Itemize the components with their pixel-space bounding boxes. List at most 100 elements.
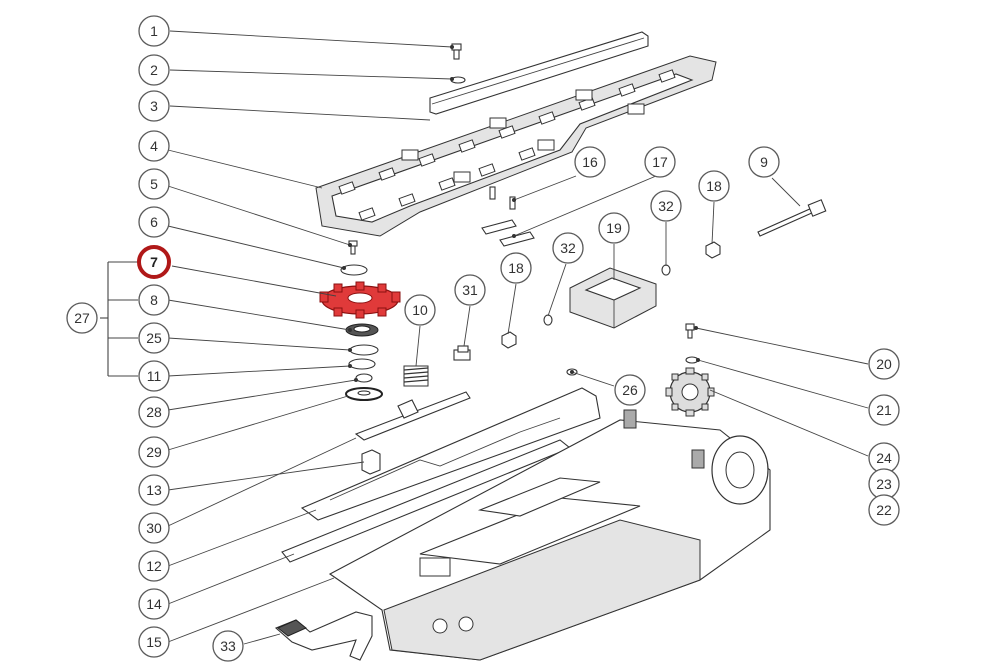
callout-3[interactable]: 3 bbox=[138, 90, 170, 122]
svg-text:25: 25 bbox=[146, 330, 162, 346]
svg-text:19: 19 bbox=[606, 220, 622, 236]
part-18-nut-left bbox=[501, 331, 517, 349]
part-11-ring bbox=[348, 358, 376, 370]
callout-16[interactable]: 16 bbox=[574, 146, 606, 178]
part-32-washer-left bbox=[543, 314, 553, 326]
callout-11[interactable]: 11 bbox=[138, 360, 170, 392]
part-19-housing bbox=[569, 267, 657, 329]
svg-text:8: 8 bbox=[150, 292, 158, 308]
callout-18-right[interactable]: 18 bbox=[698, 170, 730, 202]
callouts: 1 2 3 4 5 6 7 8 25 11 28 29 13 30 12 14 … bbox=[66, 15, 900, 662]
svg-text:29: 29 bbox=[146, 444, 162, 460]
svg-text:30: 30 bbox=[146, 520, 162, 536]
svg-text:13: 13 bbox=[146, 482, 162, 498]
part-32-washer-right bbox=[661, 264, 671, 276]
svg-text:15: 15 bbox=[146, 634, 162, 650]
svg-text:31: 31 bbox=[462, 282, 478, 298]
svg-text:17: 17 bbox=[652, 154, 668, 170]
svg-text:1: 1 bbox=[150, 23, 158, 39]
part-6-washer bbox=[340, 264, 368, 276]
svg-text:12: 12 bbox=[146, 558, 162, 574]
callout-18-left[interactable]: 18 bbox=[500, 252, 532, 284]
svg-text:32: 32 bbox=[658, 198, 674, 214]
callout-17[interactable]: 17 bbox=[644, 146, 676, 178]
callout-22[interactable]: 22 bbox=[868, 494, 900, 526]
parts-illustration bbox=[274, 31, 827, 661]
svg-text:21: 21 bbox=[876, 402, 892, 418]
callout-19[interactable]: 19 bbox=[598, 212, 630, 244]
callout-1[interactable]: 1 bbox=[138, 15, 170, 47]
callout-4[interactable]: 4 bbox=[138, 130, 170, 162]
svg-text:22: 22 bbox=[876, 502, 892, 518]
svg-text:7: 7 bbox=[150, 254, 158, 270]
callout-7-highlighted[interactable]: 7 bbox=[137, 245, 171, 279]
callout-15[interactable]: 15 bbox=[138, 626, 170, 658]
part-8-bearing bbox=[345, 323, 379, 337]
callout-23[interactable]: 23 bbox=[868, 468, 900, 500]
svg-text:18: 18 bbox=[706, 178, 722, 194]
main-frame bbox=[328, 409, 771, 661]
svg-text:33: 33 bbox=[220, 638, 236, 654]
svg-text:28: 28 bbox=[146, 404, 162, 420]
part-12-plate bbox=[300, 387, 601, 521]
part-13-insert bbox=[361, 449, 381, 475]
callout-6[interactable]: 6 bbox=[138, 206, 170, 238]
part-3-guide-rail bbox=[429, 31, 649, 115]
callout-29[interactable]: 29 bbox=[138, 436, 170, 468]
callout-8[interactable]: 8 bbox=[138, 284, 170, 316]
svg-text:3: 3 bbox=[150, 98, 158, 114]
svg-text:10: 10 bbox=[412, 302, 428, 318]
callout-12[interactable]: 12 bbox=[138, 550, 170, 582]
callout-9[interactable]: 9 bbox=[748, 146, 780, 178]
callout-2[interactable]: 2 bbox=[138, 54, 170, 86]
callout-33[interactable]: 33 bbox=[212, 630, 244, 662]
svg-text:6: 6 bbox=[150, 214, 158, 230]
svg-text:27: 27 bbox=[74, 310, 90, 326]
part-9-long-bolt bbox=[757, 199, 827, 237]
svg-text:5: 5 bbox=[150, 176, 158, 192]
callout-32-right[interactable]: 32 bbox=[650, 190, 682, 222]
part-29-washer bbox=[345, 387, 383, 401]
part-33-pedal bbox=[274, 611, 373, 661]
part-4-chain bbox=[315, 55, 717, 237]
svg-text:20: 20 bbox=[876, 356, 892, 372]
callout-31[interactable]: 31 bbox=[454, 274, 486, 306]
part-31-bolt bbox=[453, 345, 471, 361]
leader-lines bbox=[167, 30, 869, 645]
callout-5[interactable]: 5 bbox=[138, 168, 170, 200]
svg-text:32: 32 bbox=[560, 240, 576, 256]
callout-14[interactable]: 14 bbox=[138, 588, 170, 620]
svg-text:9: 9 bbox=[760, 154, 768, 170]
leader-dots bbox=[342, 45, 700, 382]
part-20-screw bbox=[685, 323, 695, 339]
part-30-bracket bbox=[354, 391, 471, 441]
part-24-sprocket bbox=[665, 367, 715, 417]
callout-26[interactable]: 26 bbox=[614, 374, 646, 406]
part-7-sprocket-highlighted bbox=[319, 281, 401, 319]
part-5-screw bbox=[348, 240, 358, 255]
svg-text:2: 2 bbox=[150, 62, 158, 78]
svg-text:11: 11 bbox=[147, 368, 162, 384]
callout-27[interactable]: 27 bbox=[66, 302, 98, 334]
svg-text:24: 24 bbox=[876, 450, 892, 466]
callout-28[interactable]: 28 bbox=[138, 396, 170, 428]
svg-text:4: 4 bbox=[150, 138, 158, 154]
callout-30[interactable]: 30 bbox=[138, 512, 170, 544]
callout-10[interactable]: 10 bbox=[404, 294, 436, 326]
callout-13[interactable]: 13 bbox=[138, 474, 170, 506]
callout-21[interactable]: 21 bbox=[868, 394, 900, 426]
part-18-nut-right bbox=[705, 241, 721, 259]
group-27-bracket bbox=[100, 261, 138, 377]
svg-text:18: 18 bbox=[508, 260, 524, 276]
svg-text:26: 26 bbox=[622, 382, 638, 398]
part-16-pins bbox=[489, 186, 516, 210]
part-17-links bbox=[481, 219, 535, 247]
callout-20[interactable]: 20 bbox=[868, 348, 900, 380]
part-10-spring bbox=[403, 365, 429, 387]
svg-text:16: 16 bbox=[582, 154, 598, 170]
callout-25[interactable]: 25 bbox=[138, 322, 170, 354]
part-28-washer bbox=[355, 373, 373, 383]
callout-32-left[interactable]: 32 bbox=[552, 232, 584, 264]
svg-text:23: 23 bbox=[876, 476, 892, 492]
